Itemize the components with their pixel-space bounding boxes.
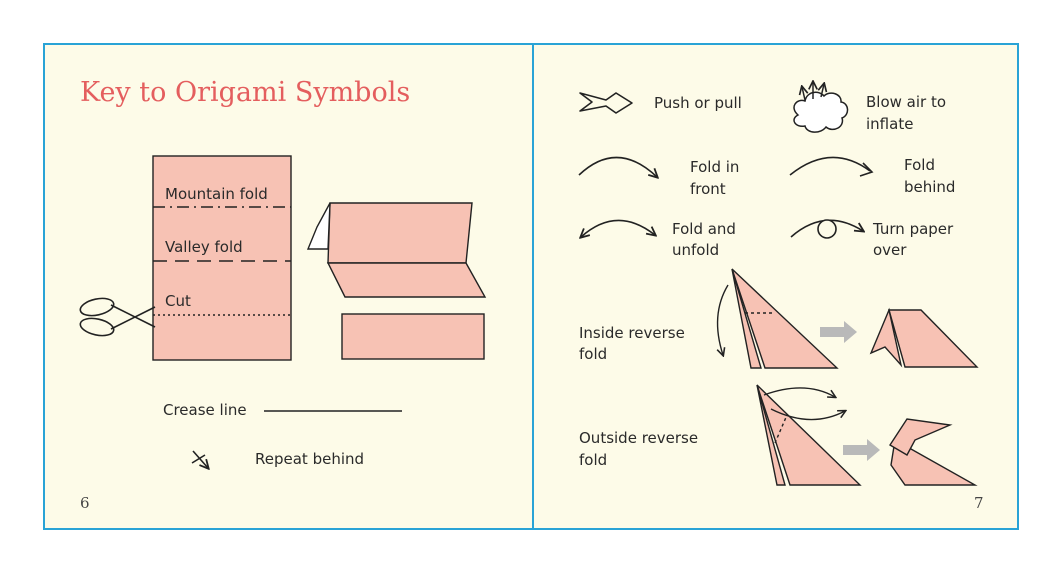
paper-sheet <box>152 155 292 361</box>
cut-strip <box>341 313 485 360</box>
book-spread: Key to Origami Symbols Mountain fold Val… <box>43 43 1019 530</box>
page-gutter <box>532 45 534 528</box>
blow-air-label-line2: inflate <box>866 115 914 133</box>
inside-reverse-label-line2: fold <box>579 345 608 363</box>
fold-front-arrow-icon <box>578 156 657 177</box>
page-title: Key to Origami Symbols <box>80 77 411 108</box>
push-pull-label: Push or pull <box>654 94 742 112</box>
fold-front-label-line2: front <box>690 180 726 198</box>
repeat-behind-icon <box>191 450 208 468</box>
blow-air-cloud-icon <box>793 82 849 133</box>
fold-unfold-label-line1: Fold and <box>672 220 736 238</box>
outside-reverse-label-line1: Outside reverse <box>579 429 699 447</box>
outside-reverse-before <box>756 384 862 486</box>
fold-unfold-label-line2: unfold <box>672 241 720 259</box>
grey-arrow-1 <box>820 321 857 343</box>
grey-arrow-2 <box>843 439 880 461</box>
scissors-icon <box>79 297 156 337</box>
outside-reverse-after <box>889 418 978 486</box>
mountain-fold-label: Mountain fold <box>165 185 268 203</box>
cut-label: Cut <box>165 292 191 310</box>
folded-strip <box>306 202 487 298</box>
crease-line-label: Crease line <box>163 401 247 419</box>
repeat-behind-label: Repeat behind <box>255 450 365 468</box>
outside-reverse-label-line2: fold <box>579 451 608 469</box>
inside-reverse-label-line1: Inside reverse <box>579 324 685 342</box>
push-pull-arrow-icon <box>579 92 633 114</box>
illustrations <box>79 45 979 486</box>
fold-unfold-arrow-icon <box>581 219 655 237</box>
blow-air-label-line1: Blow air to <box>866 93 947 111</box>
turn-over-label-line1: Turn paper <box>873 220 954 238</box>
fold-behind-arrow-icon <box>789 156 871 176</box>
inside-reverse-after <box>869 307 979 368</box>
page-number-right: 7 <box>974 494 984 512</box>
page-number-left: 6 <box>80 494 90 512</box>
valley-fold-label: Valley fold <box>165 238 243 256</box>
turn-over-icon <box>790 219 863 239</box>
inside-reverse-before <box>718 268 839 369</box>
fold-behind-label-line1: Fold <box>904 156 935 174</box>
fold-behind-arrowhead <box>859 162 874 177</box>
fold-front-label-line1: Fold in <box>690 158 740 176</box>
turn-over-label-line2: over <box>873 241 907 259</box>
fold-behind-label-line2: behind <box>904 178 956 196</box>
